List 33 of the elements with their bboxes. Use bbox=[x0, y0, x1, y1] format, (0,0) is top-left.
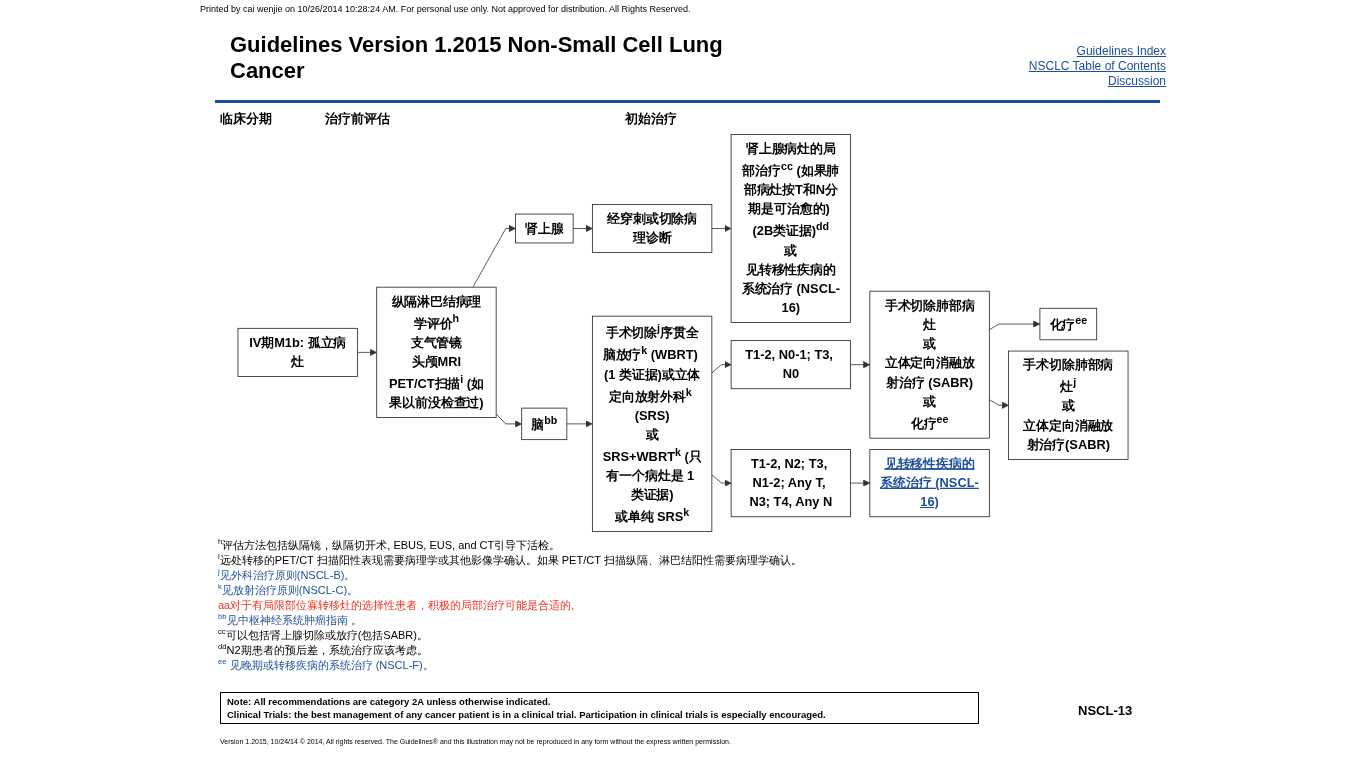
footnote: $^{dd}$N2期患者的预后差，系统治疗应该考虑。 bbox=[218, 643, 429, 658]
footnote: $^{ee}$ 见晚期或转移疾病的系统治疗 (NSCL-F)。 bbox=[218, 658, 435, 673]
node-box: 化疗$^{ee}$ bbox=[1039, 307, 1098, 341]
footnote: aa对于有局限部位寡转移灶的选择性患者，积极的局部治疗可能是合适的, bbox=[218, 598, 576, 613]
column-heading: 初始治疗 bbox=[625, 110, 677, 128]
column-heading: 临床分期 bbox=[220, 110, 272, 128]
node-box: 经穿刺或切除病理诊断 bbox=[592, 204, 713, 253]
nav-link: NSCLC Table of Contents bbox=[1028, 59, 1166, 73]
nav-link: Discussion bbox=[1107, 74, 1166, 88]
note-text: Note: All recommendations are category 2A unless otherwise indicated. bbox=[227, 695, 552, 708]
node-box: 手术切除$^{j}$序贯全脑放疗$^{k}$ (WBRT) (1 类证据)或立体定向放射外科$^{k}$ (SRS) 或 SRS+WBRT$^{k}$ (只有一个病灶是 1 类证据) 或单纯 SRS$^{k}$ bbox=[592, 315, 713, 532]
footnote: $^{cc}$可以包括肾上腺切除或放疗(包括SABR)。 bbox=[218, 628, 429, 643]
node-box: 纵隔淋巴结病理学评价$^{h}$ 支气管镜 头颅MRI PET/CT扫描$^{i}$ (如果以前没检查过) bbox=[376, 286, 497, 418]
page-number: NSCL-13 bbox=[1078, 703, 1133, 718]
note-text: Clinical Trials: the best management of any cancer patient is in a clinical trial. Participation in clinical trials is especially encouraged. bbox=[227, 708, 827, 721]
node-box: 手术切除肺部病灶$^{j}$ 或 立体定向消融放射治疗(SABR) bbox=[1008, 350, 1129, 460]
node-box: IV期M1b: 孤立病灶 bbox=[237, 327, 358, 377]
nav-link: Guidelines Index bbox=[1076, 44, 1166, 58]
node-box: 脑$^{bb}$ bbox=[521, 407, 568, 441]
print-notice: Printed by cai wenjie on 10/26/2014 10:28:24 AM. For personal use only. Not approved for distribution. All Rights Reserved. bbox=[200, 4, 691, 14]
footnote: $^{i}$远处转移的PET/CT 扫描阳性表现需要病理学或其他影像学确认。如果 PET/CT 扫描纵隔、淋巴结阳性需要病理学确认。 bbox=[218, 553, 802, 568]
node-box: 肾上腺 bbox=[515, 213, 574, 244]
node-box: T1-2, N2; T3, N1-2; Any T, N3; T4, Any N bbox=[730, 449, 851, 518]
node-box: 见转移性疾病的系统治疗 (NSCL-16) bbox=[869, 449, 990, 518]
page-title: Guidelines Version 1.2015 Non-Small Cell Lung Cancer bbox=[230, 32, 724, 84]
footnote: $^{bb}$见中枢神经系统肿瘤指南 。 bbox=[218, 613, 363, 628]
node-box: T1-2, N0-1; T3, N0 bbox=[730, 340, 851, 390]
node-box: 肾上腺病灶的局部治疗$^{cc}$ (如果肺部病灶按T和N分期是可治愈的) (2B类证据)$^{dd}$ 或 见转移性疾病的系统治疗 (NSCL-16) bbox=[730, 134, 851, 323]
node-box: 手术切除肺部病灶 或 立体定向消融放射治疗 (SABR) 或 化疗$^{ee}$ bbox=[869, 290, 990, 439]
column-heading: 治疗前评估 bbox=[325, 110, 390, 128]
footnote: $^{k}$见放射治疗原则(NSCL-C)。 bbox=[218, 583, 360, 598]
footnote: $^{h}$评估方法包括纵隔镜，纵隔切开术, EBUS, EUS, and CT引导下活检。 bbox=[218, 538, 562, 553]
footnote: $^{j}$见外科治疗原则(NSCL-B)。 bbox=[218, 568, 357, 583]
